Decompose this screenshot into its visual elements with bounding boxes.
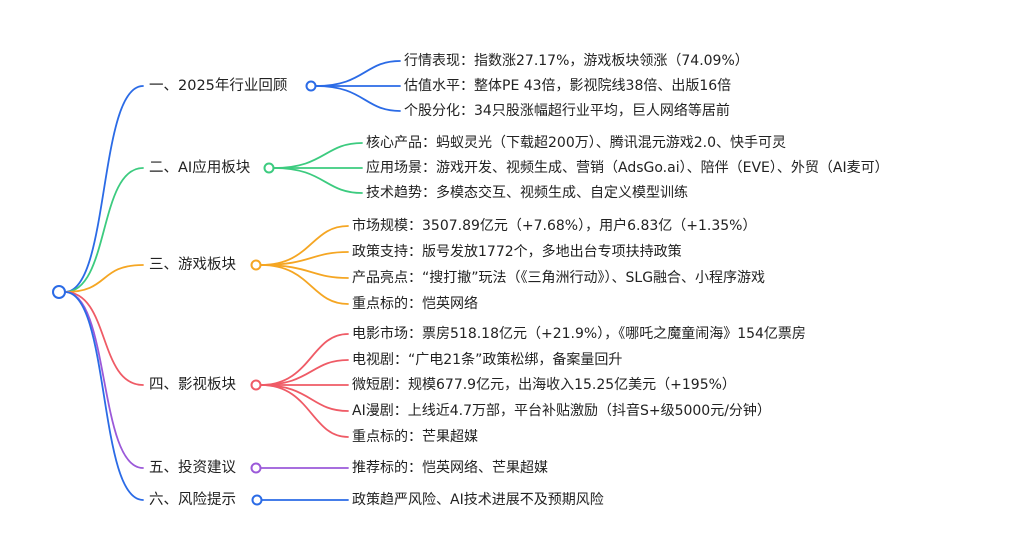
leaf-node: 行情表现：指数涨27.17%，游戏板块领涨（74.09%）: [404, 53, 749, 69]
leaf-node: 应用场景：游戏开发、视频生成、营销（AdsGo.ai）、陪伴（EVE）、外贸（A…: [366, 160, 889, 176]
branch-label-1: 一、2025年行业回顾: [149, 78, 288, 94]
branch-collapse-toggle-4[interactable]: [250, 379, 262, 391]
link-branch-3-leaf-4: [260, 264, 349, 305]
branch-collapse-toggle-2[interactable]: [263, 162, 275, 174]
leaf-node: 个股分化：34只股涨幅超行业平均，巨人网络等居前: [404, 103, 730, 119]
leaf-node: 推荐标的：恺英网络、芒果超媒: [352, 460, 548, 476]
leaf-node: 重点标的：恺英网络: [352, 296, 478, 312]
link-branch-3-leaf-1: [260, 225, 349, 266]
link-branch-4-leaf-5: [260, 384, 349, 438]
branch-collapse-toggle-3[interactable]: [250, 259, 262, 271]
branch-collapse-toggle-1[interactable]: [305, 80, 317, 92]
link-root-to-branch-6: [64, 291, 144, 501]
link-branch-1-leaf-1: [315, 60, 401, 87]
link-root-to-branch-5: [64, 291, 144, 469]
link-root-to-branch-4: [64, 291, 144, 386]
link-branch-4-leaf-4: [260, 384, 349, 412]
leaf-node: 市场规模：3507.89亿元（+7.68%），用户6.83亿（+1.35%）: [352, 218, 757, 234]
link-branch-2-leaf-1: [273, 142, 363, 169]
link-branch-2-leaf-3: [273, 167, 363, 194]
link-branch-1-leaf-3: [315, 85, 401, 112]
link-root-to-branch-1: [64, 85, 144, 293]
link-root-to-branch-3: [64, 264, 144, 293]
branch-label-5: 五、投资建议: [149, 460, 236, 476]
link-branch-3-leaf-2: [260, 251, 349, 266]
branch-label-4: 四、影视板块: [149, 377, 236, 393]
link-root-to-branch-2: [64, 167, 144, 293]
leaf-node: 政策趋严风险、AI技术进展不及预期风险: [352, 492, 604, 508]
leaf-node: 政策支持：版号发放1772个，多地出台专项扶持政策: [352, 244, 682, 260]
link-branch-3-leaf-3: [260, 264, 349, 279]
leaf-node: 技术趋势：多模态交互、视频生成、自定义模型训练: [366, 185, 688, 201]
branch-label-2: 二、AI应用板块: [149, 160, 251, 176]
link-branch-4-leaf-1: [260, 333, 349, 386]
leaf-node: 核心产品：蚂蚁灵光（下载超200万）、腾讯混元游戏2.0、快手可灵: [366, 135, 786, 151]
leaf-node: 电视剧：“广电21条”政策松绑，备案量回升: [352, 352, 623, 368]
leaf-node: 产品亮点：“搜打撤”玩法（《三角洲行动》）、SLG融合、小程序游戏: [352, 270, 766, 286]
branch-collapse-toggle-5[interactable]: [250, 462, 262, 474]
leaf-node: 微短剧：规模677.9亿元，出海收入15.25亿美元（+195%）: [352, 377, 736, 393]
leaf-node: 重点标的：芒果超媒: [352, 429, 478, 445]
branch-collapse-toggle-6[interactable]: [251, 494, 263, 506]
branch-label-3: 三、游戏板块: [149, 257, 236, 273]
leaf-node: 电影市场：票房518.18亿元（+21.9%），《哪吒之魔童闹海》154亿票房: [352, 326, 806, 342]
leaf-node: AI漫剧：上线近4.7万部，平台补贴激励（抖音S+级5000元/分钟）: [352, 403, 771, 419]
branch-label-6: 六、风险提示: [149, 492, 236, 508]
leaf-node: 估值水平：整体PE 43倍，影视院线38倍、出版16倍: [404, 78, 732, 94]
root-node-toggle[interactable]: [52, 285, 66, 299]
